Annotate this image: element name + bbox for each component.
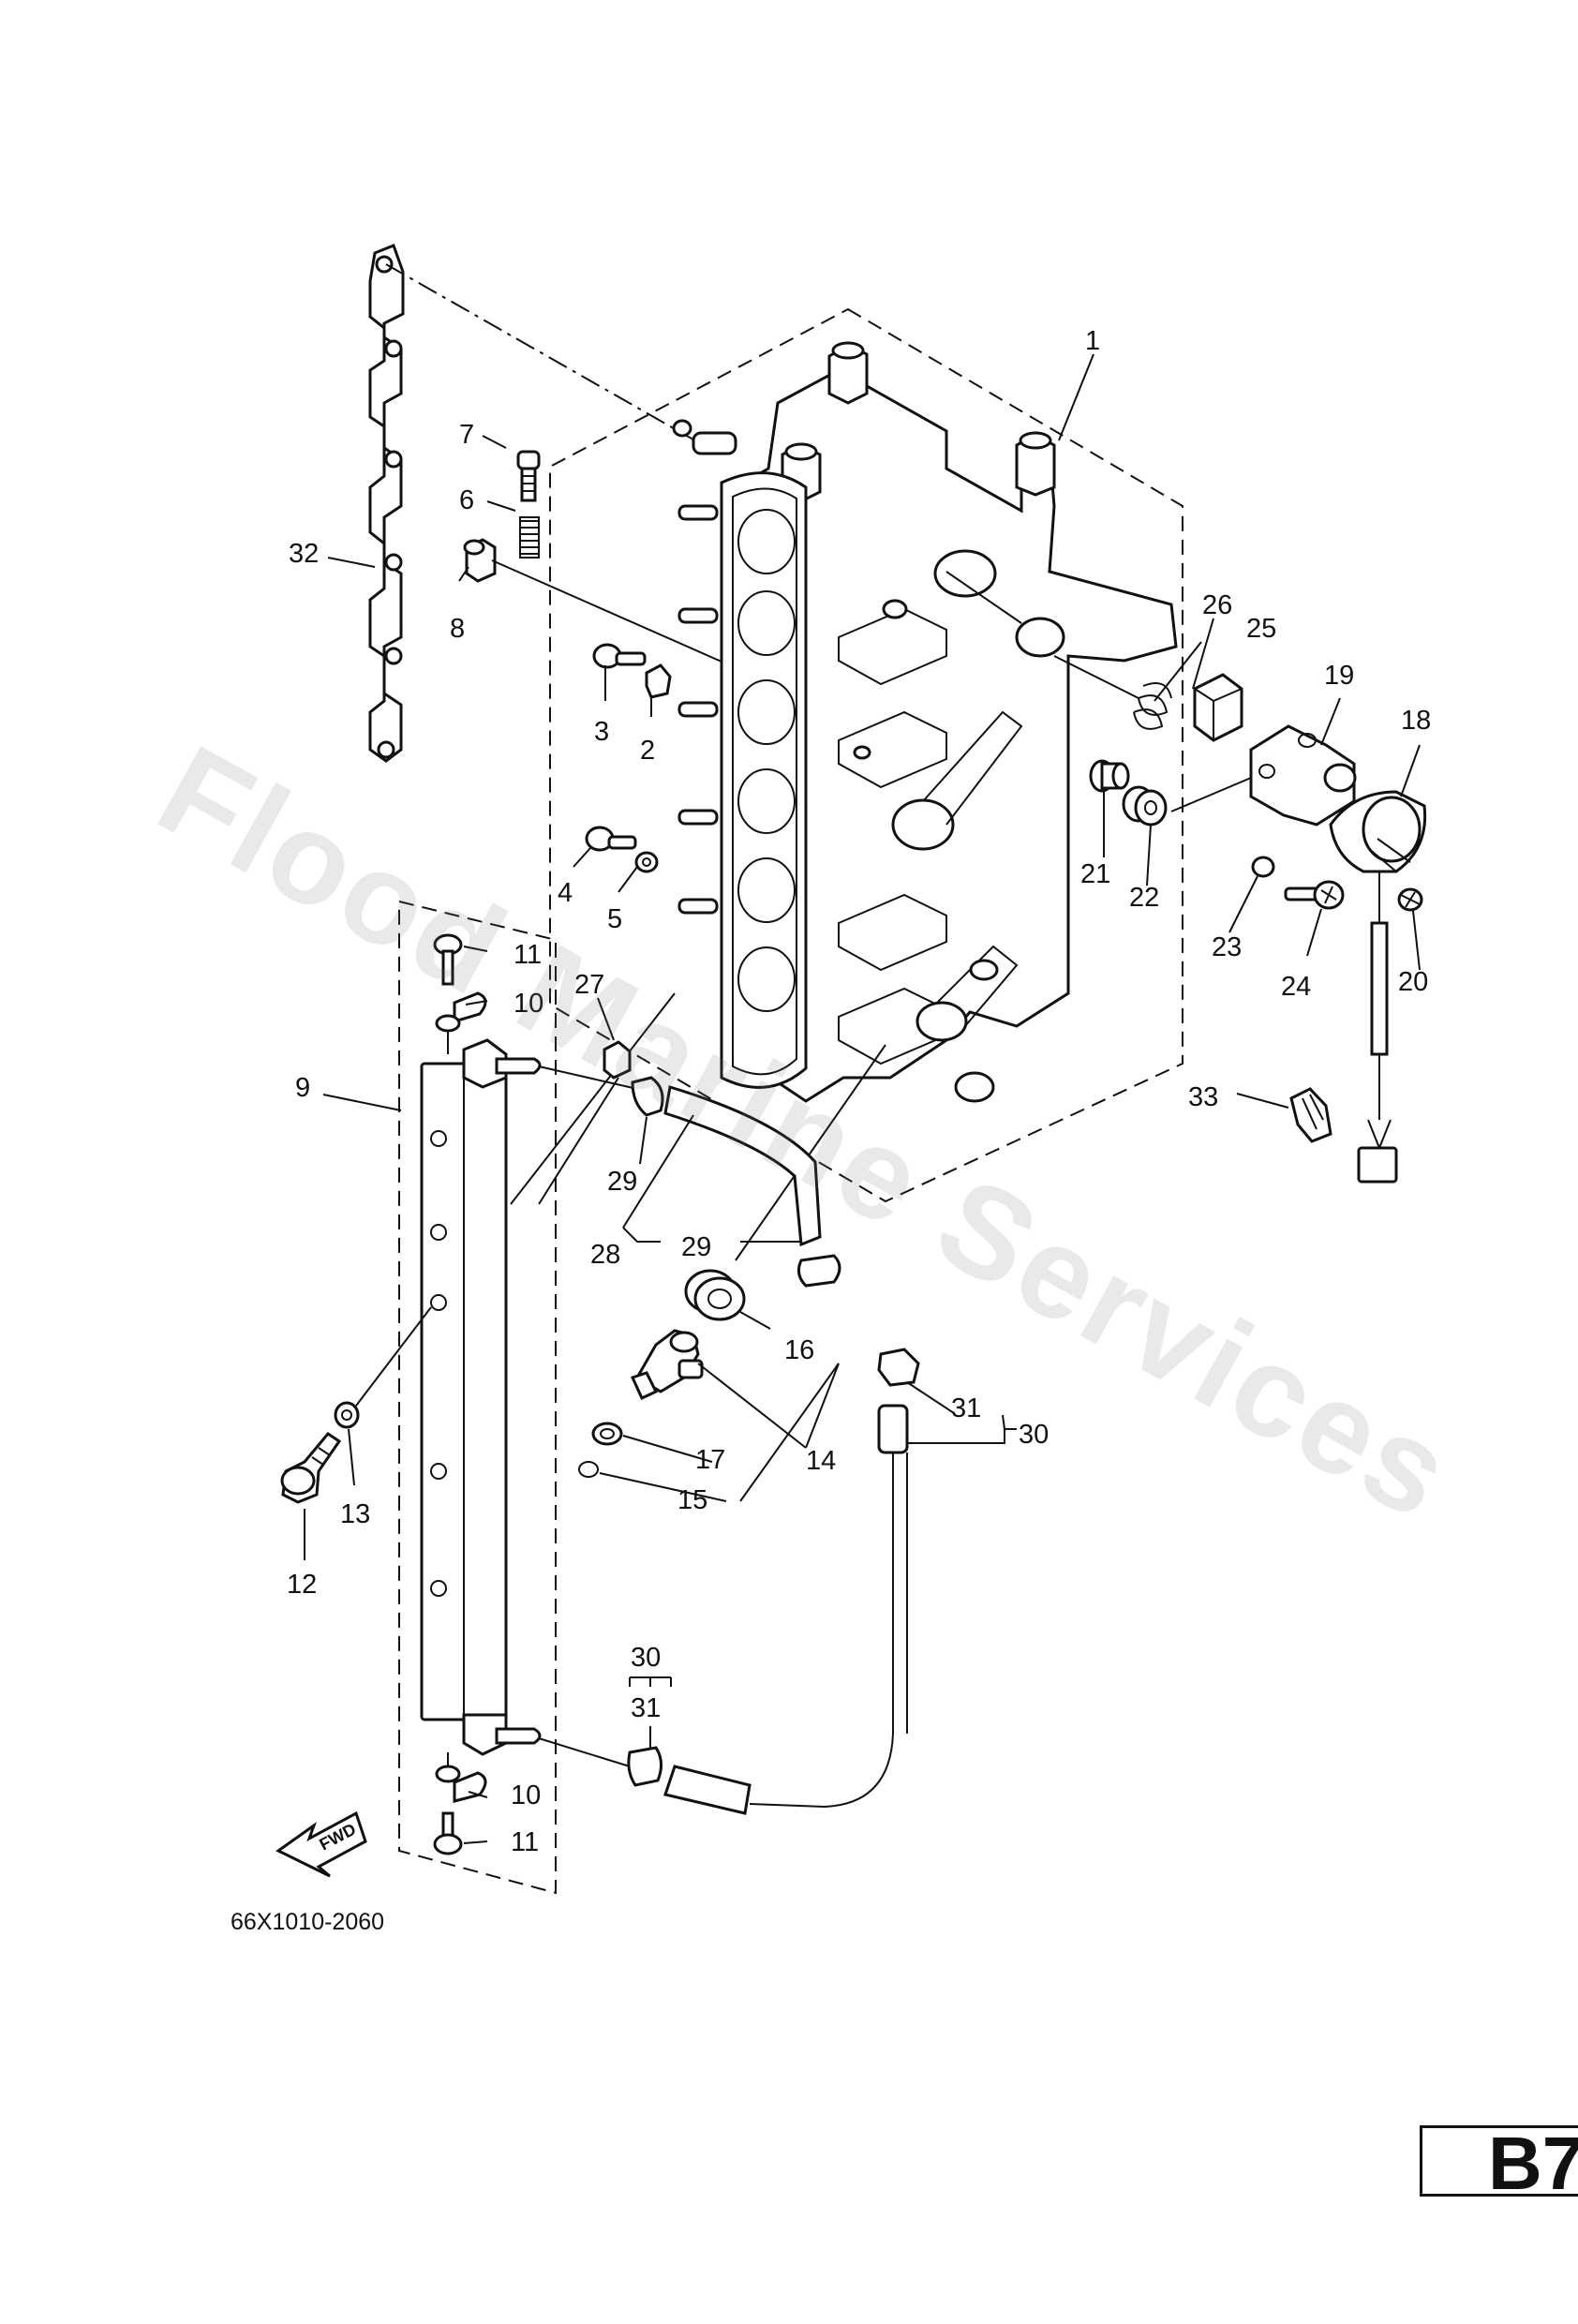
- callout-28: 28: [590, 1240, 620, 1270]
- callout-16: 16: [784, 1335, 814, 1365]
- callout-2: 2: [640, 736, 655, 766]
- callout-29-mid: 29: [681, 1232, 711, 1262]
- part-18-sensor: [1329, 790, 1427, 873]
- callout-33: 33: [1188, 1082, 1218, 1112]
- part-28-hose: [663, 1085, 822, 1247]
- page-label: B7: [1488, 2125, 1578, 2197]
- callout-10-bottom: 10: [511, 1780, 541, 1810]
- alignment-line-27: [538, 1077, 619, 1205]
- callout-31-right: 31: [951, 1393, 981, 1423]
- callout-30-lower: 30: [631, 1643, 661, 1673]
- callout-15: 15: [677, 1485, 707, 1515]
- callout-31-lower: 31: [631, 1693, 661, 1723]
- part-9-cooler: [420, 992, 676, 1756]
- part-10-clamp-top: [435, 991, 487, 1054]
- part-1-block: [672, 341, 1178, 1103]
- part-3-bolt: [592, 643, 647, 669]
- callout-7: 7: [459, 420, 474, 450]
- part-33-clip: [1289, 1087, 1332, 1143]
- part-12-bolt: [280, 1432, 342, 1504]
- callout-21: 21: [1080, 859, 1110, 889]
- part-5-washer: [634, 851, 659, 873]
- callout-23: 23: [1212, 932, 1242, 962]
- callout-18: 18: [1401, 706, 1431, 736]
- part-26-spring: [1133, 682, 1172, 730]
- hose-run-top: [538, 1065, 638, 1090]
- callout-12: 12: [287, 1570, 317, 1600]
- page-label-box: B7: [1420, 2125, 1578, 2197]
- part-14-fitting: [630, 1329, 704, 1400]
- callout-19: 19: [1324, 661, 1354, 691]
- part-17-washer: [591, 1422, 623, 1446]
- part-30-hose: [663, 1404, 909, 1815]
- callout-27: 27: [574, 970, 604, 1000]
- callout-3: 3: [594, 717, 609, 747]
- part-18-lead-wire: [1357, 872, 1398, 1184]
- fwd-arrow-icon: FWD: [275, 1810, 367, 1878]
- callout-20: 20: [1398, 967, 1428, 997]
- alignment-line-26: [1053, 655, 1139, 699]
- callout-10-top: 10: [514, 989, 543, 1019]
- callout-6: 6: [459, 485, 474, 515]
- callout-22: 22: [1129, 883, 1159, 913]
- part-16-grommet: [684, 1269, 746, 1321]
- part-27-nipple: [603, 1040, 632, 1080]
- alignment-line-32: [385, 263, 699, 443]
- part-13-washer: [334, 1401, 360, 1429]
- drawing-code: 66X1010-2060: [231, 1909, 385, 1935]
- part-11-bolt-bottom: [433, 1811, 463, 1855]
- part-23-washer: [1251, 856, 1275, 878]
- part-21-plug: [1089, 759, 1130, 793]
- block-assembly-outline: [549, 307, 1184, 1203]
- part-32-retainer: [368, 244, 405, 763]
- part-20-screw: [1397, 887, 1423, 912]
- part-8-pin: [463, 538, 497, 583]
- callout-4: 4: [558, 878, 573, 908]
- callout-11-top: 11: [514, 940, 542, 970]
- callout-17: 17: [695, 1445, 725, 1475]
- callout-29-top: 29: [607, 1167, 637, 1197]
- callout-5: 5: [607, 904, 622, 934]
- callout-25: 25: [1246, 614, 1276, 644]
- part-15-oring: [578, 1461, 599, 1478]
- callout-26: 26: [1202, 590, 1232, 620]
- callout-1: 1: [1085, 326, 1100, 356]
- callouts: 1 2 3 4 5 6 7 8 9 10 10 11 11 12 13 14 1…: [287, 326, 1431, 1857]
- part-29-clamp-top: [631, 1076, 664, 1117]
- alignment-line-22: [1170, 777, 1252, 812]
- part-24-bolt: [1284, 880, 1345, 910]
- part-4-bolt: [585, 826, 637, 852]
- part-19-housing: [1249, 724, 1357, 827]
- callout-8: 8: [450, 614, 465, 644]
- alignment-line-16: [735, 1044, 886, 1261]
- callout-30-right: 30: [1019, 1420, 1049, 1450]
- callout-24: 24: [1281, 972, 1311, 1002]
- alignment-line-13: [355, 1306, 432, 1407]
- hose-run-bottom: [538, 1737, 631, 1767]
- part-11-bolt-top: [433, 933, 463, 986]
- part-25-block: [1193, 673, 1243, 742]
- callout-9: 9: [295, 1073, 310, 1103]
- leader-lines: [304, 353, 1421, 1844]
- cooler-assembly-outline: [398, 900, 557, 1895]
- part-2-nut: [645, 663, 672, 699]
- part-31-clamp-bottom: [627, 1746, 662, 1787]
- callout-13: 13: [340, 1499, 370, 1529]
- callout-11-bottom: 11: [511, 1827, 539, 1857]
- callout-14: 14: [806, 1446, 836, 1476]
- callout-32: 32: [289, 539, 319, 569]
- part-29-clamp-mid: [796, 1254, 841, 1288]
- part-22-grommet: [1122, 785, 1168, 827]
- part-7-screw: [516, 450, 541, 502]
- part-31-clamp-top: [877, 1348, 920, 1387]
- part-6-spring: [519, 516, 540, 559]
- alignment-line-8: [491, 559, 722, 663]
